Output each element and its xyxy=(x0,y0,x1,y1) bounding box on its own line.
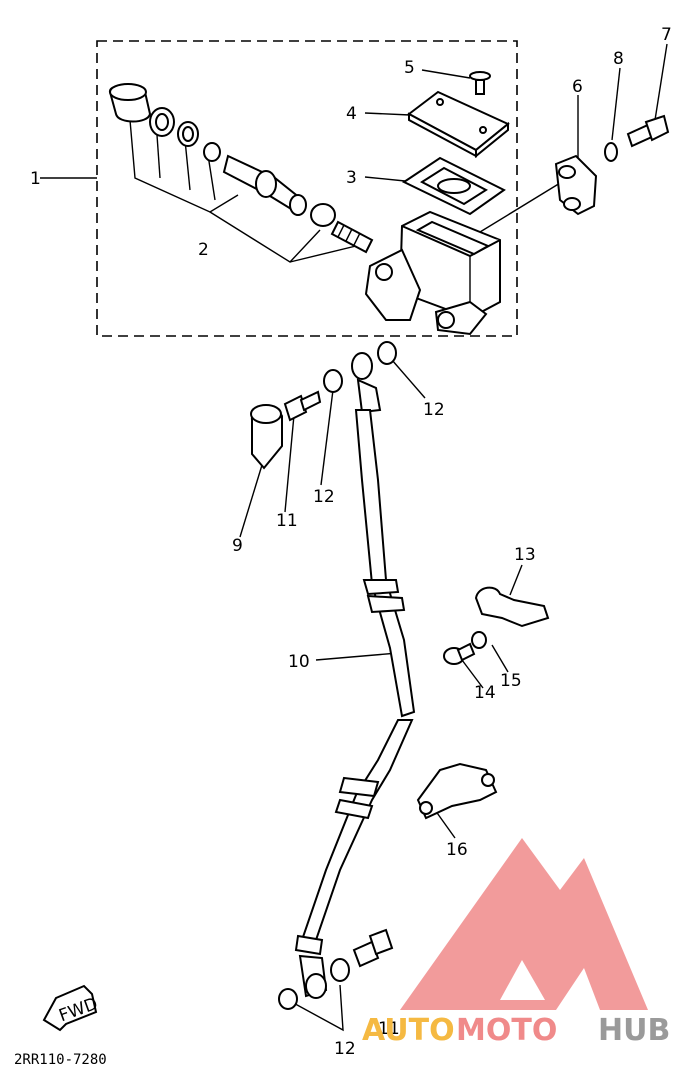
callout-7: 7 xyxy=(661,25,672,45)
assembly-dashed-box xyxy=(96,40,518,337)
union-bolt-11-top xyxy=(283,390,322,422)
washer-12-bottom-b xyxy=(330,958,350,982)
callout-8: 8 xyxy=(613,49,624,69)
callout-1: 1 xyxy=(30,169,41,189)
watermark-logo-icon xyxy=(400,838,648,1010)
washer-12-top xyxy=(377,341,397,365)
banjo-fitting-top xyxy=(351,352,382,414)
callout-13: 13 xyxy=(514,545,536,565)
washer-8 xyxy=(604,142,618,162)
callout-3: 3 xyxy=(346,168,357,188)
watermark-text-moto: MOTO xyxy=(456,1013,557,1048)
callout-12-left: 12 xyxy=(313,487,335,507)
callout-4: 4 xyxy=(346,104,357,124)
hose-clamp-13 xyxy=(474,586,550,628)
leader-lines xyxy=(40,43,668,1032)
callout-15: 15 xyxy=(500,671,522,691)
callout-14: 14 xyxy=(474,683,496,703)
callout-numbers: 1 2 3 4 5 6 7 8 9 10 11 11 12 12 12 13 1… xyxy=(30,25,672,1059)
callout-6: 6 xyxy=(572,77,583,97)
callout-12-bottom: 12 xyxy=(334,1039,356,1059)
bolt-14 xyxy=(443,642,476,665)
cap-9 xyxy=(250,404,283,470)
brake-hose xyxy=(294,409,416,999)
piston-kit xyxy=(109,83,374,254)
union-bolt-11-bottom xyxy=(352,928,394,968)
diaphragm xyxy=(401,156,506,216)
fwd-arrow: FWD xyxy=(42,984,100,1032)
callout-9: 9 xyxy=(232,536,243,556)
callout-12-top: 12 xyxy=(423,400,445,420)
master-cylinder-body xyxy=(364,210,501,336)
washer-12-bottom-a xyxy=(278,988,298,1010)
washer-12-left xyxy=(323,369,343,393)
washer-15 xyxy=(471,631,487,649)
watermark-text-hub: HUB xyxy=(598,1013,670,1048)
reservoir-cover xyxy=(407,90,510,159)
bolt-7 xyxy=(626,114,670,148)
callout-11-bottom: 11 xyxy=(378,1019,400,1039)
callout-11-top: 11 xyxy=(276,511,298,531)
drawing-code: 2RR110-7280 xyxy=(14,1052,107,1068)
holder xyxy=(554,154,598,216)
callout-5: 5 xyxy=(404,58,415,78)
watermark-text-auto: AUTO xyxy=(362,1013,455,1048)
callout-16: 16 xyxy=(446,840,468,860)
callout-10: 10 xyxy=(288,652,310,672)
cover-screw xyxy=(469,71,491,95)
automotohub-watermark: AUTO MOTO HUB xyxy=(362,838,670,1048)
hose-guide-16 xyxy=(416,762,498,820)
callout-2: 2 xyxy=(198,240,209,260)
